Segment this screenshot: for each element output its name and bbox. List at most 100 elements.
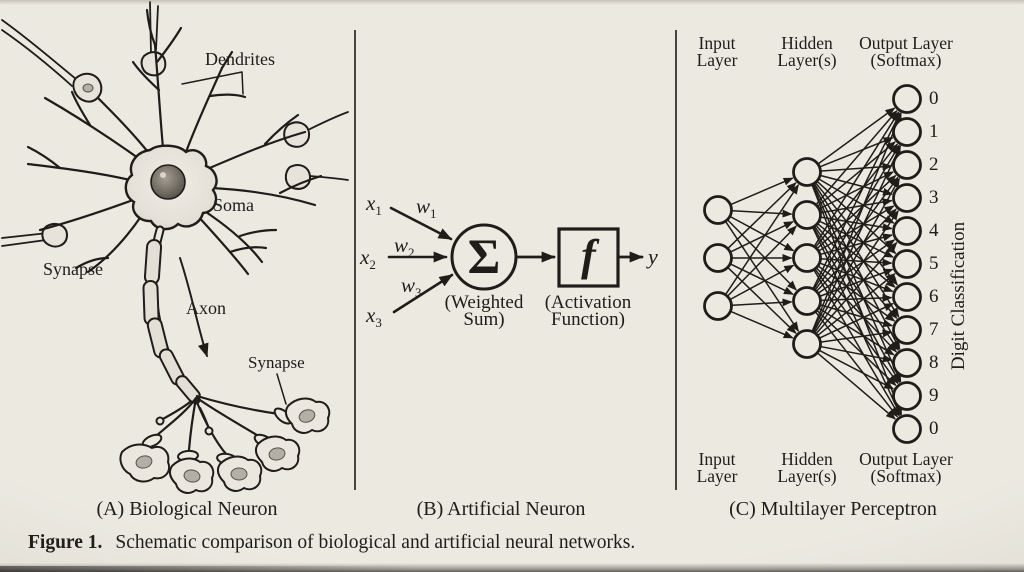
activation-function-caption: (Activation Function) (523, 292, 653, 330)
input-layer-label-bottom: Input Layer (677, 451, 757, 484)
mlp-node (792, 157, 822, 187)
mlp-edge (820, 262, 894, 293)
mlp-edge (814, 176, 899, 290)
mlp-edge (817, 352, 896, 420)
output-layer-label-bottom: Output Layer (Softmax) (845, 451, 967, 484)
mlp-edge (814, 111, 900, 247)
mlp-edge (820, 137, 894, 168)
biological-neuron-drawing (1, 1, 349, 494)
hidden-layer-label-bottom: Hidden Layer(s) (755, 451, 859, 484)
panel-divider-right (675, 30, 677, 490)
x2-sub: 2 (369, 257, 376, 273)
weight-w1-label: w1 (416, 194, 437, 222)
mlp-node (703, 243, 733, 273)
mlp-edge (815, 143, 899, 248)
mlp-edge (814, 209, 899, 333)
w2-sub: 2 (408, 245, 415, 261)
weighted-sum-line2: Sum) (463, 309, 505, 330)
mlp-edge (727, 182, 797, 249)
dendrites-label: Dendrites (205, 49, 275, 69)
weight-w3-label: w3 (401, 273, 422, 301)
mlp-node (792, 329, 822, 359)
w1-sub: 1 (430, 206, 437, 222)
mlp-node (792, 200, 822, 230)
mlp-edge (819, 205, 895, 252)
output-digit-label: 7 (929, 319, 939, 340)
nucleolus-highlight (160, 172, 166, 178)
mlp-node (892, 282, 922, 312)
weight-w2-label: w2 (394, 233, 415, 261)
input-layer-l1: Input (698, 33, 736, 53)
output-digit-label: 9 (929, 385, 939, 406)
activation-box (557, 227, 620, 288)
nucleus (150, 164, 186, 200)
input-layer-l2: Layer (696, 465, 738, 486)
mlp-edge (821, 293, 893, 302)
w3-sub: 3 (415, 285, 422, 301)
label-pointer-lines (181, 71, 287, 405)
mlp-edge (821, 329, 893, 343)
output-digit-label: 0 (929, 418, 939, 439)
sum-symbol: Σ (467, 228, 501, 284)
figure-caption: Figure 1.Schematic comparison of biologi… (28, 532, 635, 554)
x1-var: x (366, 191, 376, 215)
axon-direction-arrow (179, 257, 209, 358)
mlp-edge (817, 273, 896, 336)
mlp-edge (730, 216, 795, 252)
panel-a-caption: (A) Biological Neuron (96, 498, 278, 520)
panel-b-caption: (B) Artificial Neuron (416, 498, 586, 520)
w1-var: w (416, 194, 431, 218)
output-digit-label: 6 (929, 286, 939, 307)
mlp-network-drawing (703, 84, 922, 444)
w3-var: w (401, 273, 416, 297)
mlp-edge (815, 109, 898, 205)
output-digit-label: 0 (929, 88, 939, 109)
hidden-layer-l2: Layer(s) (777, 49, 837, 70)
mlp-edge (820, 174, 893, 196)
output-layer-label-top: Output Layer (Softmax) (845, 35, 967, 68)
mlp-edge (819, 171, 894, 210)
mlp-edge (812, 145, 902, 332)
activation-line2: Function) (551, 309, 625, 330)
mlp-edge (815, 311, 899, 418)
mlp-edge (816, 241, 898, 334)
mlp-edge (812, 112, 901, 289)
output-layer-l1: Output Layer (859, 33, 953, 53)
mlp-node (892, 414, 922, 444)
mlp-edge (817, 174, 897, 249)
soma-label: Soma (213, 195, 255, 215)
activation-line1: (Activation (544, 292, 632, 313)
hidden-layer-l2: Layer(s) (777, 465, 837, 486)
mlp-edge (732, 209, 793, 218)
mlp-edge (821, 345, 893, 363)
mlp-edge (727, 225, 797, 297)
synapse-left-label: Synapse (43, 259, 103, 279)
postsynaptic-nuclei (135, 409, 316, 483)
x2-var: x (360, 245, 370, 269)
w2-var: w (394, 233, 409, 257)
mlp-node (892, 348, 922, 378)
panel-divider-left (354, 30, 356, 490)
figure-caption-text: Schematic comparison of biological and a… (115, 532, 636, 553)
mlp-node (892, 117, 922, 147)
mlp-node (792, 243, 822, 273)
input-x1-label: x1 (366, 191, 382, 219)
mlp-edge (730, 264, 795, 300)
hidden-layer-l1: Hidden (781, 449, 833, 469)
input-x2-label: x2 (360, 245, 376, 273)
mlp-node (892, 249, 922, 279)
dendrites-branches (26, 8, 323, 276)
axon-terminal-branches (154, 394, 281, 456)
mlp-edge (813, 144, 900, 289)
mlp-node (892, 183, 922, 213)
activation-function-symbol: f (581, 231, 596, 280)
mlp-node (892, 216, 922, 246)
input-layer-l2: Layer (696, 49, 738, 70)
mlp-edge (727, 219, 797, 291)
mlp-node (703, 291, 733, 321)
output-digit-label: 2 (929, 154, 939, 175)
input-layer-label-top: Input Layer (677, 35, 757, 68)
artificial-neuron-drawing (387, 206, 644, 314)
x3-sub: 3 (375, 315, 382, 331)
